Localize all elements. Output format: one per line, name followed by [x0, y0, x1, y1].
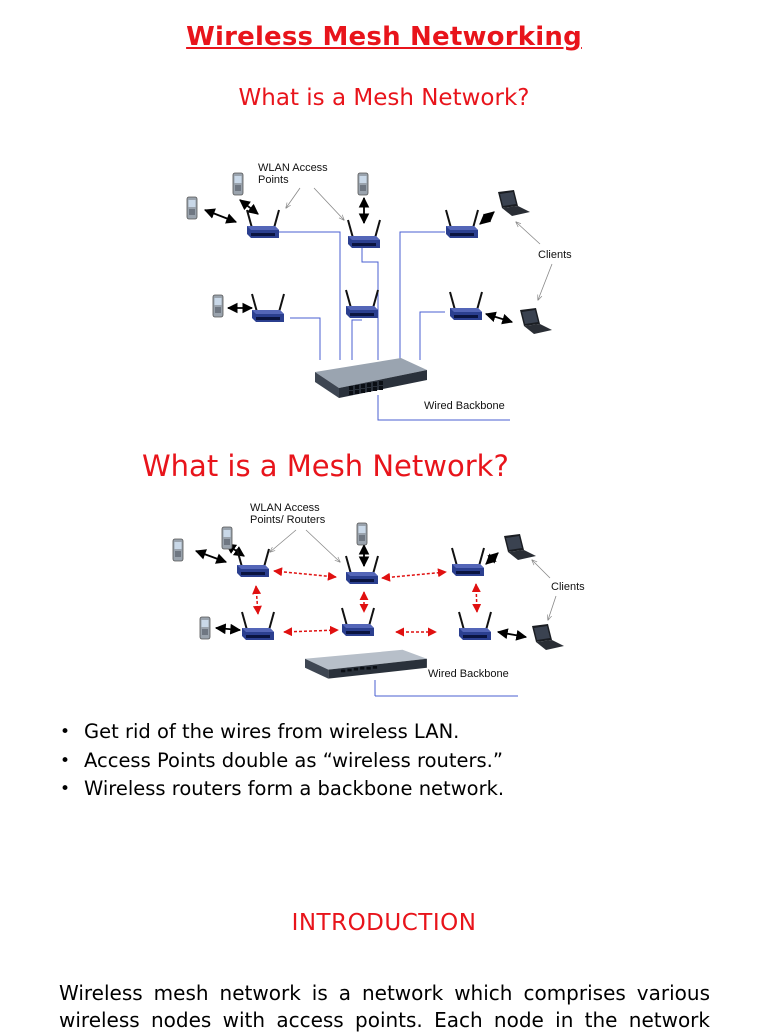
access-point-icon [246, 209, 280, 239]
label-wired-backbone: Wired Backbone [424, 400, 505, 412]
wired-links-1 [278, 231, 510, 421]
access-point-icon [251, 293, 285, 323]
access-point-icon [347, 219, 381, 249]
bullet-item: Access Points double as “wireless router… [60, 747, 504, 776]
access-point-icon [445, 209, 479, 239]
mesh-links [252, 567, 482, 637]
label-line: Points [258, 174, 289, 186]
laptop-icon [532, 624, 564, 650]
switch-icon [305, 649, 427, 679]
label-line: WLAN Access [258, 162, 328, 174]
document-title: Wireless Mesh Networking [186, 22, 582, 52]
wireless-router-icon [241, 611, 275, 641]
wired-links-2 [374, 680, 518, 697]
wireless-router-icon [341, 607, 375, 637]
bullet-list: Get rid of the wires from wireless LAN. … [60, 718, 504, 804]
wireless-router-icon [345, 555, 379, 585]
laptop-icon [504, 534, 536, 560]
laptop-icon [520, 308, 552, 334]
label-clients: Clients [538, 249, 572, 261]
pda-icon [357, 172, 369, 196]
bullet-item: Get rid of the wires from wireless LAN. [60, 718, 504, 747]
callout-lines-2 [270, 529, 557, 620]
pda-icon [199, 616, 211, 640]
label-line: WLAN Access [250, 502, 320, 514]
introduction-heading: INTRODUCTION [291, 910, 477, 936]
switch-icon [315, 358, 427, 398]
label-wlan-access-points-routers: WLAN Access Points/ Routers [250, 502, 325, 526]
pda-icon [232, 172, 244, 196]
section-heading-1: What is a Mesh Network? [238, 85, 530, 111]
wireless-arrows-1 [203, 196, 514, 325]
pda-icon [186, 196, 198, 220]
wireless-router-icon [451, 547, 485, 577]
callout-lines-1 [286, 187, 553, 300]
bullet-item: Wireless routers form a backbone network… [60, 775, 504, 804]
pda-icon [212, 294, 224, 318]
pda-icon [172, 538, 184, 562]
laptop-icon [498, 190, 530, 216]
label-wired-backbone: Wired Backbone [428, 668, 509, 680]
label-line: Points/ Routers [250, 514, 326, 526]
pda-icon [356, 522, 368, 546]
section-heading-2: What is a Mesh Network? [142, 449, 509, 483]
access-point-icon [449, 291, 483, 321]
introduction-paragraph: Wireless mesh network is a network which… [59, 981, 710, 1032]
label-wlan-access-points: WLAN Access Points [258, 162, 328, 186]
label-clients: Clients [551, 581, 585, 593]
wireless-router-icon [458, 611, 492, 641]
access-point-icon [345, 289, 379, 319]
pda-icon [221, 526, 233, 550]
wireless-router-icon [236, 548, 270, 578]
